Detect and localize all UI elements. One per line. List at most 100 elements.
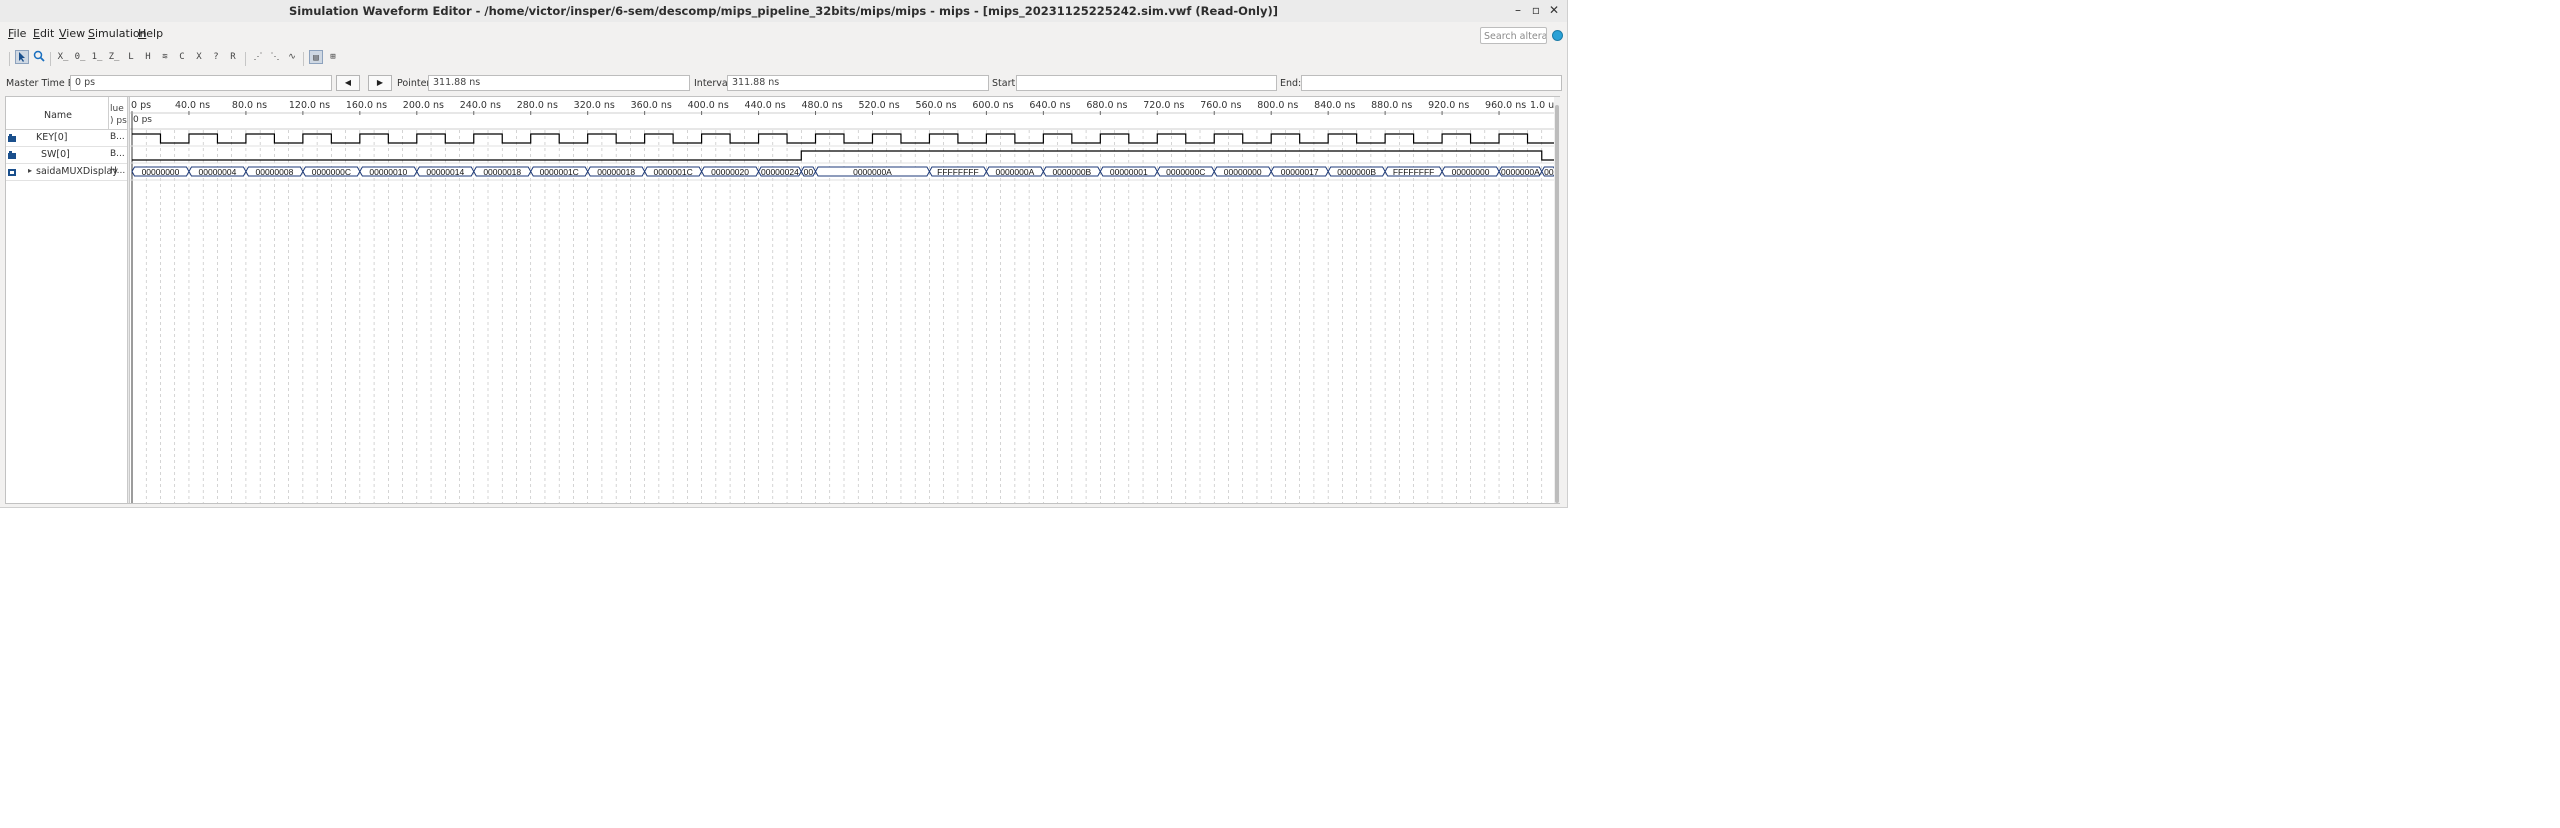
bus-value-label: 00000014: [426, 167, 464, 177]
start-field[interactable]: [1016, 75, 1277, 91]
bus-value-label: 00: [804, 167, 814, 177]
waveform-key0: [132, 133, 1556, 144]
toolbar-separator: [245, 52, 246, 66]
next-transition-button[interactable]: ▶: [368, 75, 392, 91]
bus-value-label: 0000001C: [540, 167, 579, 177]
time-tick-label: 1.0 us: [1530, 100, 1560, 111]
signal-value: B...: [110, 132, 125, 142]
output-pin-icon: [8, 169, 16, 176]
window-title: Simulation Waveform Editor - /home/victo…: [289, 4, 1278, 18]
signal-row-saidamuxdisplay[interactable]: ▸ saidaMUXDisplay H...: [6, 164, 127, 181]
bus-value-label: 0000000A: [853, 167, 892, 177]
time-tick-label: 680.0 ns: [1086, 100, 1128, 111]
hierarchy-toggle-icon[interactable]: ▤: [309, 50, 323, 64]
menu-bar: File Edit View Simulation Help: [0, 24, 1567, 42]
time-tick-label: 160.0 ns: [345, 100, 388, 111]
time-tick-label: 200.0 ns: [402, 100, 444, 111]
force-unknown-icon[interactable]: X̲: [57, 52, 69, 62]
arbitrary-value-icon[interactable]: R: [230, 52, 236, 62]
toolbar-separator: [9, 52, 10, 66]
overwrite-clock-icon[interactable]: X: [196, 52, 202, 62]
menu-simulation-label: imulation: [94, 27, 147, 40]
input-pin-icon: [8, 151, 16, 159]
waveform-editor-window: Simulation Waveform Editor - /home/victo…: [0, 0, 1568, 508]
menu-file[interactable]: File: [8, 27, 26, 40]
menu-help[interactable]: Help: [138, 27, 163, 40]
interval-field[interactable]: 311.88 ns: [727, 75, 989, 91]
time-tick-label: 80.0 ns: [231, 100, 268, 111]
bus-value-label: FFFFFFFF: [937, 167, 979, 177]
menu-view[interactable]: View: [59, 27, 85, 40]
menu-view-mnemonic: V: [59, 27, 67, 40]
time-tick-label: 440.0 ns: [744, 100, 786, 111]
time-tick-label: 720.0 ns: [1143, 100, 1185, 111]
value-column-header[interactable]: lue) ps: [110, 103, 127, 127]
bus-value-label: 00000000: [142, 167, 180, 177]
time-tick-label: 120.0 ns: [288, 100, 331, 111]
toolbar-separator: [50, 52, 51, 66]
prev-transition-button[interactable]: ◀: [336, 75, 360, 91]
expand-arrow-icon[interactable]: ▸: [28, 166, 33, 175]
time-tick-label: 240.0 ns: [459, 100, 501, 111]
pane-splitter[interactable]: [127, 97, 130, 503]
zoom-tool-icon[interactable]: [32, 50, 46, 64]
bus-value-label: 0000000B: [1337, 167, 1376, 177]
bus-value-label: 00000018: [597, 167, 635, 177]
menu-help-label: elp: [146, 27, 164, 40]
menu-file-mnemonic: F: [8, 27, 14, 40]
selection-tool-icon[interactable]: [15, 50, 29, 64]
grid-lines-icon[interactable]: ∿: [288, 52, 296, 62]
waveform-panel: Name lue) ps KEY[0] B... SW[0] B... ▸ sa…: [5, 96, 1560, 504]
pointer-field[interactable]: 311.88 ns: [428, 75, 690, 91]
bus-value-label: 00000001: [1110, 167, 1148, 177]
name-column-header[interactable]: Name: [43, 110, 73, 121]
bus-value-label: 00000020: [711, 167, 749, 177]
force-high-impedance-icon[interactable]: Z̲: [108, 52, 120, 62]
search-input[interactable]: Search altera.c...: [1480, 27, 1547, 44]
value-header-line2: ) ps: [110, 116, 127, 126]
force-high-icon[interactable]: 1̲: [91, 52, 103, 62]
force-low-icon[interactable]: 0̲: [74, 52, 86, 62]
bus-value-label: 00000017: [1281, 167, 1319, 177]
menu-help-mnemonic: H: [138, 27, 147, 40]
time-tick-label: 360.0 ns: [630, 100, 672, 111]
globe-icon[interactable]: [1552, 30, 1563, 41]
time-tick-label: 400.0 ns: [687, 100, 729, 111]
bus-value-label: 0000000A: [995, 167, 1034, 177]
invert-icon[interactable]: ≋: [162, 52, 168, 62]
menu-simulation[interactable]: Simulation: [88, 27, 147, 40]
menu-edit[interactable]: Edit: [33, 27, 54, 40]
time-tick-label: 40.0 ns: [174, 100, 211, 111]
minimize-button[interactable]: –: [1515, 3, 1521, 17]
snap-to-grid-icon[interactable]: ⋰: [253, 52, 263, 62]
signal-row-sw0[interactable]: SW[0] B...: [6, 147, 127, 164]
waveform-settings-icon[interactable]: ⊞: [330, 52, 336, 62]
signal-name: SW[0]: [41, 149, 70, 160]
master-time-bar-label: Master Time Bar:: [6, 78, 88, 89]
signal-table-header: Name lue) ps: [6, 97, 127, 130]
input-pin-icon: [8, 134, 16, 142]
master-time-bar-field[interactable]: 0 ps: [70, 75, 332, 91]
time-tick-label: 880.0 ns: [1371, 100, 1413, 111]
weak-low-icon[interactable]: L: [128, 52, 134, 62]
signal-row-key0[interactable]: KEY[0] B...: [6, 130, 127, 147]
weak-high-icon[interactable]: H: [145, 52, 151, 62]
bus-value-label: 00000010: [369, 167, 407, 177]
random-values-icon[interactable]: ?: [213, 52, 219, 62]
sort-icon[interactable]: ⋱: [270, 52, 280, 62]
count-value-icon[interactable]: C: [179, 52, 185, 62]
maximize-button[interactable]: ▫: [1531, 3, 1541, 17]
menu-view-label: iew: [66, 27, 86, 40]
end-field[interactable]: [1301, 75, 1562, 91]
vertical-scrollbar[interactable]: [1554, 97, 1560, 503]
time-tick-label: 640.0 ns: [1029, 100, 1071, 111]
bus-value-label: 00000008: [255, 167, 293, 177]
close-button[interactable]: ✕: [1548, 3, 1560, 17]
signal-name-pane: Name lue) ps KEY[0] B... SW[0] B... ▸ sa…: [6, 97, 127, 503]
signal-name: KEY[0]: [36, 132, 68, 143]
menu-file-label: ile: [13, 27, 27, 40]
menu-edit-label: dit: [39, 27, 55, 40]
scrollbar-thumb[interactable]: [1555, 105, 1559, 503]
